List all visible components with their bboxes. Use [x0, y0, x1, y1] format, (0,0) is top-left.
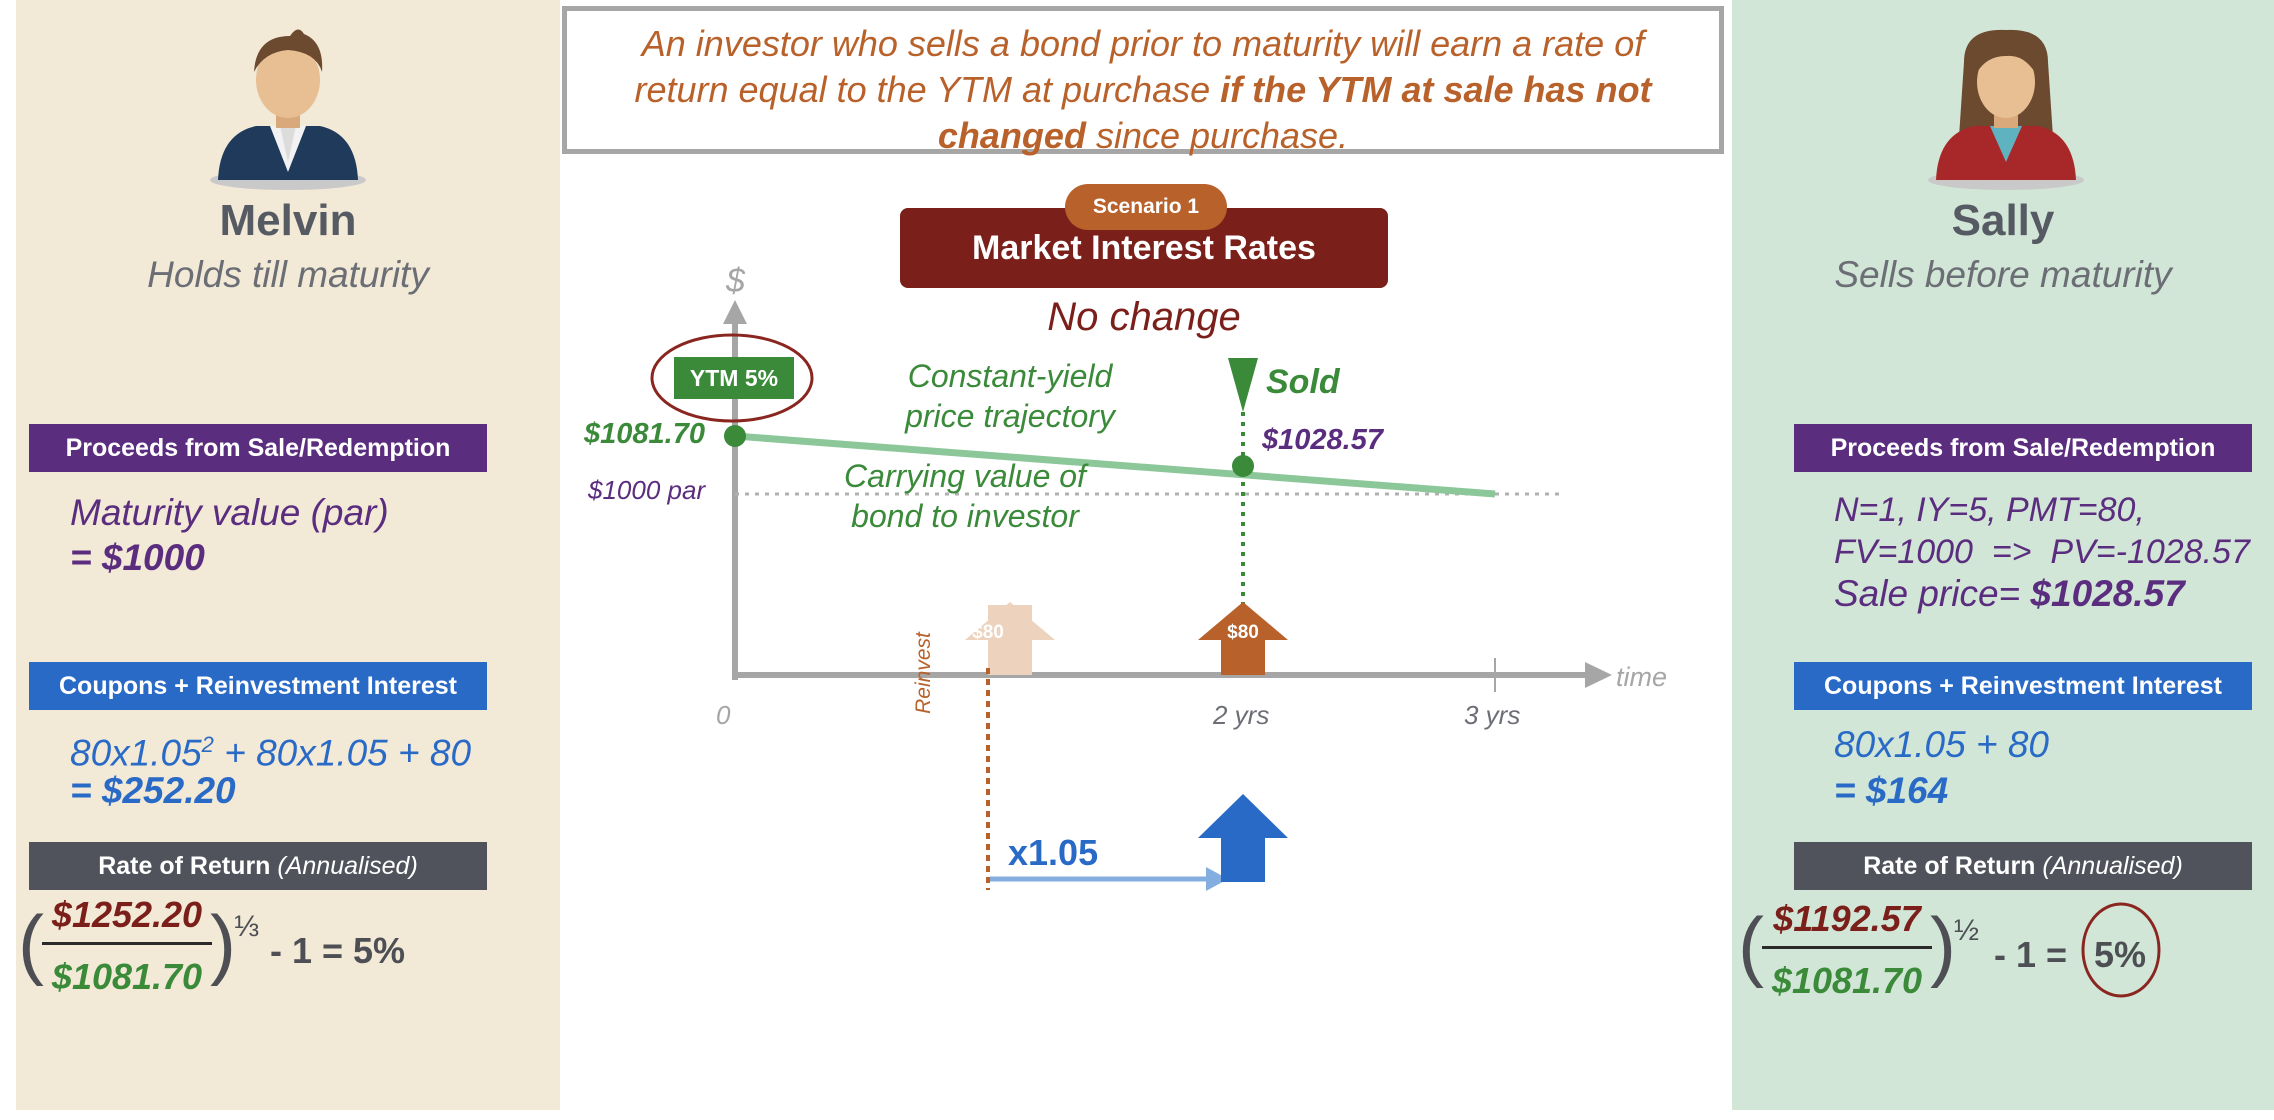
sold-marker-icon	[1228, 358, 1258, 412]
melvin-coupons-line2: = $252.20	[70, 770, 236, 811]
statement-text: An investor who sells a bond prior to ma…	[634, 23, 1652, 156]
sally-coupons-line2: = $164	[1834, 770, 1949, 811]
scenario-subtitle: No change	[1047, 295, 1241, 339]
ytm-circle	[650, 333, 814, 423]
reinvest-label: Reinvest	[912, 632, 935, 714]
y-axis-arrow	[723, 300, 747, 324]
melvin-return-label: Rate of Return (Annualised)	[29, 842, 487, 890]
sally-proceeds-label: Proceeds from Sale/Redemption	[1794, 424, 2252, 472]
sally-proceeds-line2: FV=1000 => PV=-1028.57	[1834, 533, 2250, 571]
reinvest-multiplier: x1.05	[1008, 832, 1099, 873]
sold-label: Sold	[1266, 363, 1340, 401]
sally-coupons-line1: 80x1.05 + 80	[1834, 724, 2049, 765]
sally-open-paren: (	[1738, 901, 1764, 989]
trajectory-label: Constant-yield price trajectory	[905, 358, 1115, 434]
sally-numerator: $1192.57	[1773, 898, 1921, 939]
coupon-1-label: $80	[972, 622, 1004, 643]
tick-label-0: 0	[716, 700, 731, 730]
coupon-1-arrow-icon	[965, 602, 1055, 675]
melvin-exponent: ⅓	[234, 910, 260, 943]
sally-exponent: ½	[1954, 914, 1980, 947]
sally-proceeds-line3: Sale price= $1028.57	[1834, 573, 2185, 614]
carrying-value-label: Carrying value of bond to investor	[844, 458, 1086, 534]
y-axis-label: $	[726, 262, 745, 300]
sally-role: Sells before maturity	[1834, 254, 2172, 295]
coupon-2-label: $80	[1227, 622, 1259, 643]
female-avatar-icon	[1928, 29, 2084, 190]
melvin-numerator: $1252.20	[51, 894, 203, 935]
melvin-fraction-line	[42, 942, 212, 945]
sally-fraction-line	[1762, 946, 1932, 949]
start-price-label: $1081.70	[584, 418, 705, 450]
sally-name: Sally	[1951, 196, 2055, 245]
melvin-result: - 1 = 5%	[270, 930, 406, 971]
melvin-denominator: $1081.70	[51, 956, 203, 997]
melvin-close-paren: )	[210, 899, 236, 987]
sally-coupons-label: Coupons + Reinvestment Interest	[1794, 662, 2252, 710]
melvin-proceeds-line2: = $1000	[70, 537, 205, 578]
par-label: $1000 par	[588, 475, 706, 505]
sally-proceeds-line1: N=1, IY=5, PMT=80,	[1834, 491, 2145, 529]
scenario-badge: Scenario 1	[1065, 184, 1227, 230]
sally-result-text: - 1 =	[1994, 934, 2068, 975]
melvin-open-paren: (	[18, 899, 44, 987]
melvin-coupons-line1: 80x1.052 + 80x1.05 + 80	[70, 732, 472, 774]
melvin-name: Melvin	[219, 196, 357, 245]
x-axis-arrow	[1585, 662, 1612, 688]
melvin-proceeds-label: Proceeds from Sale/Redemption	[29, 424, 487, 472]
melvin-coupons-label: Coupons + Reinvestment Interest	[29, 662, 487, 710]
start-price-point	[724, 425, 746, 447]
reinvest-arrowhead-icon	[1206, 867, 1228, 891]
tick-label-2yrs: 2 yrs	[1213, 700, 1270, 730]
coupon-2-arrow-icon	[1198, 602, 1288, 675]
ytm-badge: YTM 5%	[674, 357, 794, 399]
male-avatar-icon	[210, 29, 366, 190]
melvin-proceeds-line1: Maturity value (par)	[70, 492, 389, 533]
bond-chart	[723, 300, 1612, 891]
price-trajectory-line	[734, 432, 1496, 498]
x-axis-label: time	[1616, 662, 1668, 692]
sally-denominator: $1081.70	[1771, 960, 1923, 1001]
sally-return-label: Rate of Return (Annualised)	[1794, 842, 2252, 890]
statement-box: An investor who sells a bond prior to ma…	[562, 6, 1724, 156]
sale-price-label: $1028.57	[1262, 424, 1383, 456]
reinvested-value-arrow-icon	[1198, 794, 1288, 882]
tick-label-3yrs: 3 yrs	[1464, 700, 1521, 730]
sally-result-value: 5%	[2094, 934, 2147, 975]
sally-result-circle	[2081, 902, 2161, 998]
melvin-role: Holds till maturity	[147, 254, 429, 295]
sally-close-paren: )	[1930, 901, 1956, 989]
